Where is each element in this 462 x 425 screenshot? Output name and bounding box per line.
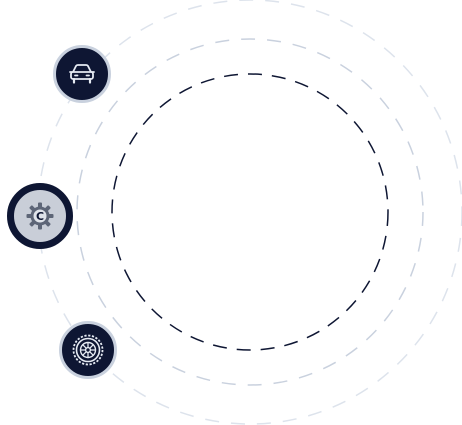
gear-icon: C — [25, 201, 55, 231]
car-icon — [69, 64, 95, 84]
middle-ring — [76, 38, 424, 386]
inner-ring — [111, 73, 389, 351]
tire-node-button[interactable] — [59, 321, 117, 379]
tire-icon — [72, 334, 104, 366]
gear-node-button[interactable]: C — [7, 183, 73, 249]
gear-letter: C — [35, 209, 45, 223]
car-node-button[interactable] — [53, 45, 111, 103]
